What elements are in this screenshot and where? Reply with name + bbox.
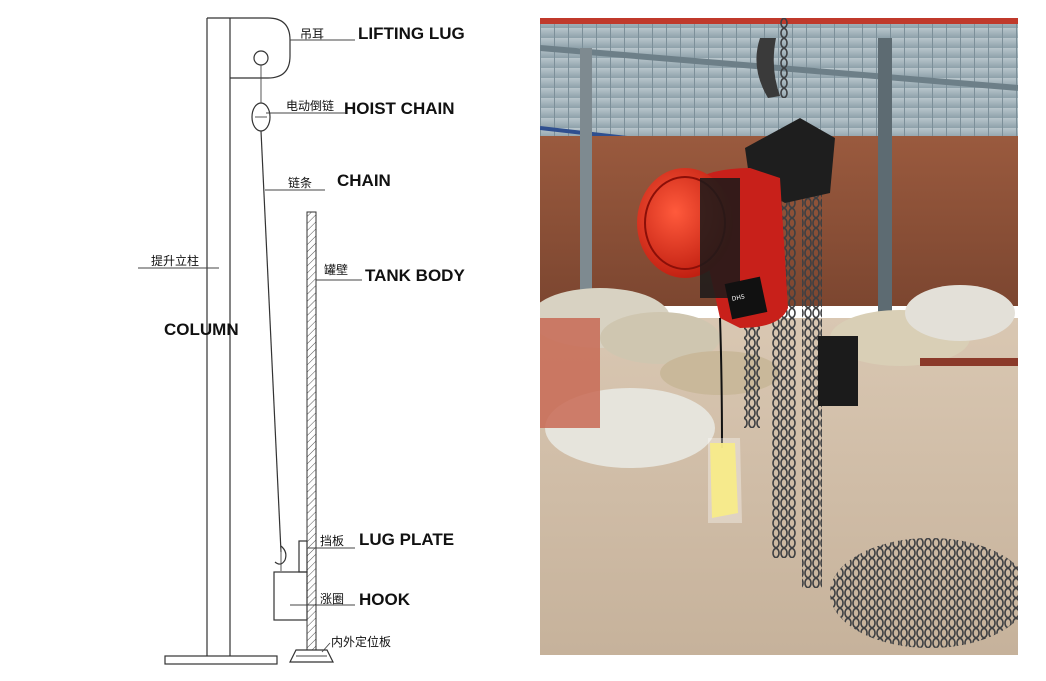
column-label: COLUMN — [164, 320, 239, 339]
lower-block — [818, 336, 858, 406]
lifting-lug-cn: 吊耳 — [300, 27, 324, 41]
chain-label: CHAIN — [337, 171, 391, 190]
hoist-chain-cn: 电动倒链 — [286, 98, 334, 113]
lug-plate — [298, 540, 308, 573]
positioning-plate-cn: 内外定位板 — [331, 634, 391, 649]
tank-body-wall — [306, 211, 317, 651]
chain-line — [260, 130, 282, 553]
lifting-lug-label: LIFTING LUG — [358, 24, 465, 43]
lug-plate-label: LUG PLATE — [359, 530, 454, 549]
hook-symbol — [274, 545, 287, 571]
leader-lines — [138, 39, 362, 653]
hoist-photo: DHS — [540, 18, 1018, 655]
hook-label: HOOK — [359, 590, 411, 609]
chain-heap — [744, 168, 1018, 648]
tank-body-label: TANK BODY — [365, 266, 465, 285]
hoist-chain-label: HOIST CHAIN — [344, 99, 455, 118]
hoist-installation-diagram: 吊耳 电动倒链 链条 提升立柱 罐壁 挡板 涨圈 内外定位板 LIFTING L… — [138, 17, 465, 665]
lifting-lug-bracket — [207, 17, 291, 79]
positioning-plate — [289, 649, 334, 663]
column-cn: 提升立柱 — [151, 253, 199, 268]
lug-plate-cn: 挡板 — [320, 534, 344, 548]
red-hoist: DHS — [637, 168, 788, 449]
hoist-body — [251, 65, 271, 132]
column-post — [164, 18, 278, 665]
chain-cn: 链条 — [288, 175, 312, 190]
hook-cn: 涨圈 — [320, 591, 344, 606]
svg-text:DHS: DHS — [731, 293, 745, 303]
expansion-ring-block — [273, 571, 308, 621]
yellow-tag — [708, 438, 742, 523]
tank-body-cn: 罐壁 — [324, 262, 348, 277]
sacks-pile — [540, 285, 1018, 468]
